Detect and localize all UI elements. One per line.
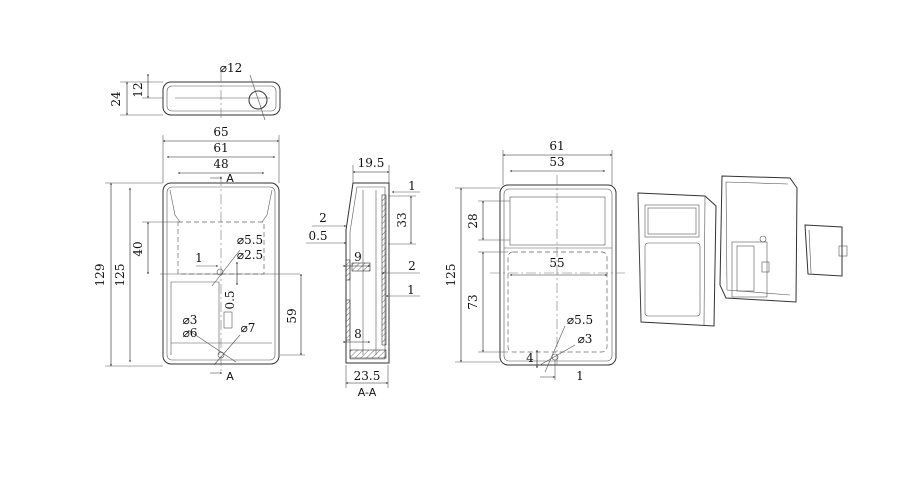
dim-61: 61 [213,141,228,155]
dim-23-5: 23.5 [354,369,381,383]
section-view: 19.5 23.5 A-A 1 33 2 0.5 9 2 1 8 [306,156,420,399]
dim-2-left: 2 [319,211,327,225]
lid-dim-dia-5-5: ⌀5.5 [567,313,593,327]
lid-dim-4: 4 [526,351,534,365]
dim-19-5: 19.5 [358,156,385,170]
dim-9: 9 [354,250,362,264]
dim-40: 40 [131,241,145,256]
dim-1: 1 [195,251,203,265]
dim-dia-5-5: ⌀5.5 [237,233,263,247]
lid-view: 61 53 28 125 55 73 ⌀5.5 ⌀3 4 1 [444,139,625,383]
top-view: ⌀12 24 12 [109,61,281,121]
front-view: 65 61 48 A 129 125 40 ⌀5.5 ⌀2.5 1 0.5 59… [93,125,305,383]
dim-dia-2-5: ⌀2.5 [237,248,263,262]
dim-dia-12: ⌀12 [220,61,243,75]
dim-33: 33 [395,212,409,227]
hole-12 [248,90,268,110]
lid-dim-53: 53 [549,155,564,169]
display-window [509,196,606,246]
dim-2-right: 2 [408,259,416,273]
dim-0-5: 0.5 [308,229,327,243]
dim-8: 8 [354,327,362,341]
dim-dia-3: ⌀3 [183,313,198,327]
isometric-battery-cover [804,224,848,277]
dim-125: 125 [113,264,127,287]
section-mark-a-bottom: A [226,370,234,383]
section-outline [345,182,390,364]
lid-dim-125: 125 [444,264,458,287]
dim-1-right: 1 [407,283,415,297]
dim-dia-6: ⌀6 [183,326,198,340]
dim-65: 65 [213,125,228,139]
lid-outline [499,184,617,366]
top-view-outline [162,81,281,116]
dim-129: 129 [93,264,107,287]
dim-0-5: 0.5 [223,290,237,309]
isometric-base [719,175,798,303]
dim-1-top: 1 [408,179,416,193]
dim-dia-7: ⌀7 [241,321,256,335]
dim-12: 12 [131,82,145,97]
section-label: A-A [358,386,377,399]
dim-59: 59 [285,308,299,323]
section-mark-a-top: A [226,172,234,185]
lid-dim-1: 1 [576,369,584,383]
isometric-lid [637,192,717,327]
dim-48: 48 [213,157,228,171]
lid-dim-73: 73 [466,294,480,309]
lid-dim-55: 55 [549,256,564,270]
dim-24: 24 [109,91,123,107]
lid-dim-dia-3: ⌀3 [578,332,593,346]
lid-dim-28: 28 [466,213,480,228]
lid-dim-61: 61 [549,139,564,153]
